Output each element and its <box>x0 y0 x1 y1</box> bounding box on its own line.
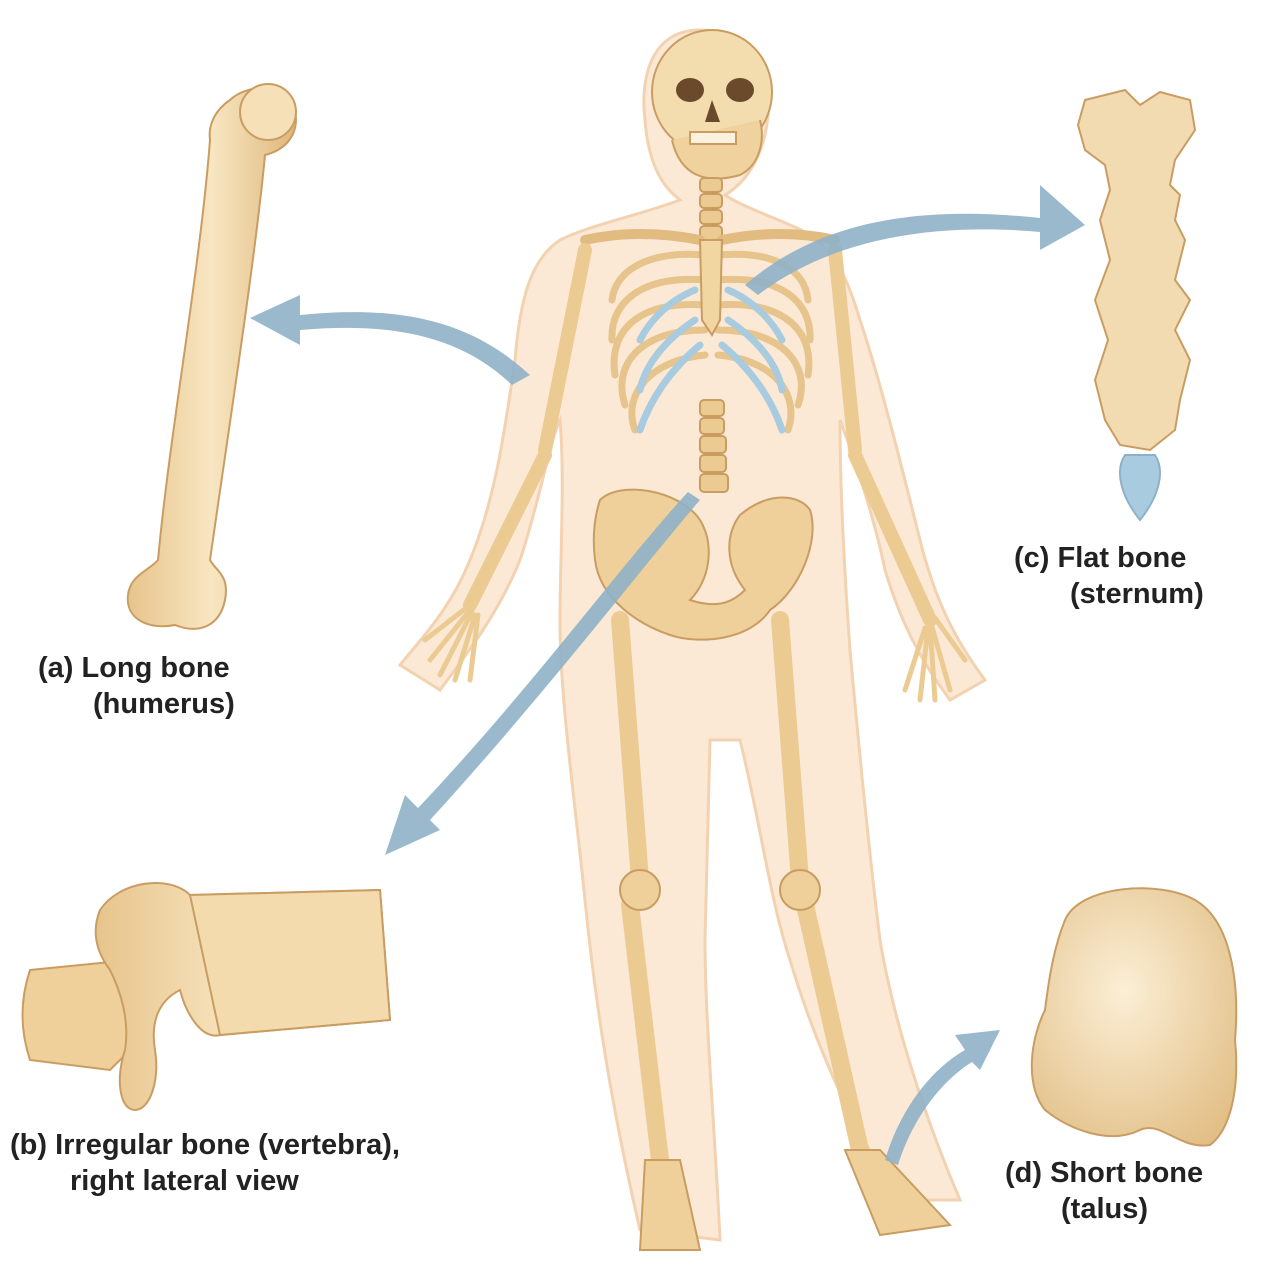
label-irregular-bone: (b) Irregular bone (vertebra), right lat… <box>10 1127 400 1199</box>
label-irregular-bone-title: (b) Irregular bone (vertebra), <box>10 1127 400 1163</box>
label-long-bone-example: (humerus) <box>38 686 235 722</box>
label-irregular-bone-view: right lateral view <box>10 1163 400 1199</box>
label-short-bone-example: (talus) <box>1005 1191 1203 1227</box>
label-short-bone-title: (d) Short bone <box>1005 1155 1203 1191</box>
label-short-bone: (d) Short bone (talus) <box>1005 1155 1203 1227</box>
label-flat-bone-example: (sternum) <box>1014 576 1204 612</box>
xiphoid-process <box>1120 455 1160 520</box>
sternum-illustration <box>1078 90 1195 520</box>
label-flat-bone: (c) Flat bone (sternum) <box>1014 540 1204 612</box>
vertebra-illustration <box>23 883 391 1110</box>
label-long-bone: (a) Long bone (humerus) <box>38 650 235 722</box>
humerus-illustration <box>128 84 296 629</box>
label-long-bone-title: (a) Long bone <box>38 650 235 686</box>
body-sternum <box>700 240 722 335</box>
label-flat-bone-title: (c) Flat bone <box>1014 540 1204 576</box>
talus-illustration <box>1032 888 1236 1145</box>
arrow-to-long-bone <box>250 295 530 385</box>
